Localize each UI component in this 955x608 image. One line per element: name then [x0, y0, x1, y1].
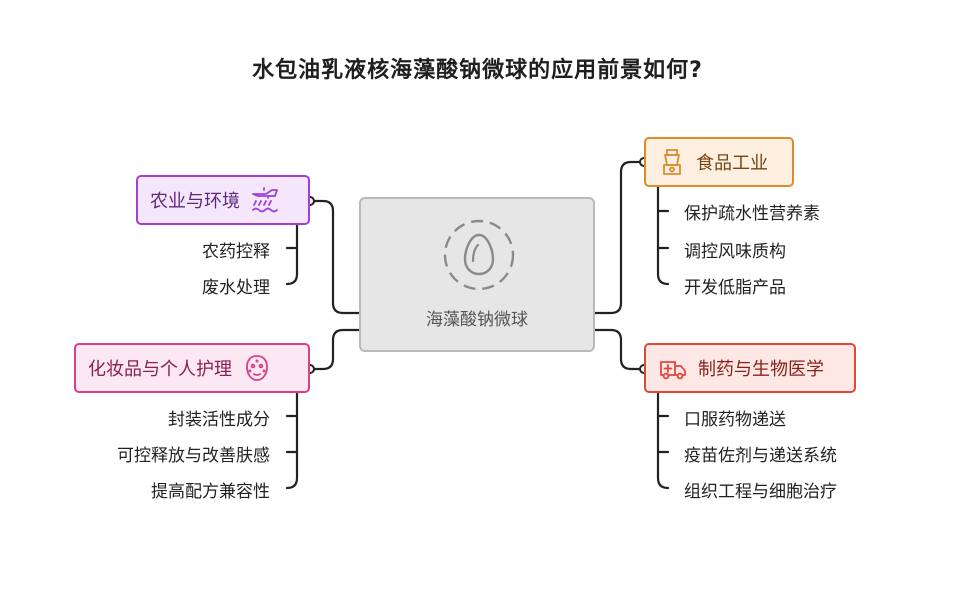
category-food: 食品工业: [644, 137, 794, 187]
egg-icon: [441, 217, 517, 297]
list-item: 开发低脂产品: [684, 278, 786, 298]
category-agriculture: 农业与环境: [136, 175, 310, 225]
center-label: 海藻酸钠微球: [426, 310, 528, 330]
face-mask-icon: [242, 353, 272, 383]
page-title: 水包油乳液核海藻酸钠微球的应用前景如何?: [252, 58, 703, 83]
center-node: 海藻酸钠微球: [359, 197, 595, 352]
list-item: 封装活性成分: [168, 410, 270, 430]
category-pharma: 制药与生物医学: [644, 343, 856, 393]
list-item: 农药控释: [202, 242, 270, 262]
ambulance-icon: [658, 353, 688, 383]
list-item: 可控释放与改善肤感: [117, 446, 270, 466]
crop-duster-icon: [250, 185, 280, 215]
list-item: 组织工程与细胞治疗: [684, 482, 837, 502]
category-cosmetics: 化妆品与个人护理: [74, 343, 310, 393]
list-item: 疫苗佐剂与递送系统: [684, 446, 837, 466]
list-item: 废水处理: [202, 278, 270, 298]
list-item: 保护疏水性营养素: [684, 204, 820, 224]
list-item: 提高配方兼容性: [151, 482, 270, 502]
food-processor-icon: [658, 147, 686, 177]
category-label: 食品工业: [696, 153, 768, 174]
category-label: 农业与环境: [150, 191, 240, 212]
list-item: 口服药物递送: [684, 410, 786, 430]
category-label: 化妆品与个人护理: [88, 359, 232, 380]
category-label: 制药与生物医学: [698, 359, 824, 380]
list-item: 调控风味质构: [684, 242, 786, 262]
